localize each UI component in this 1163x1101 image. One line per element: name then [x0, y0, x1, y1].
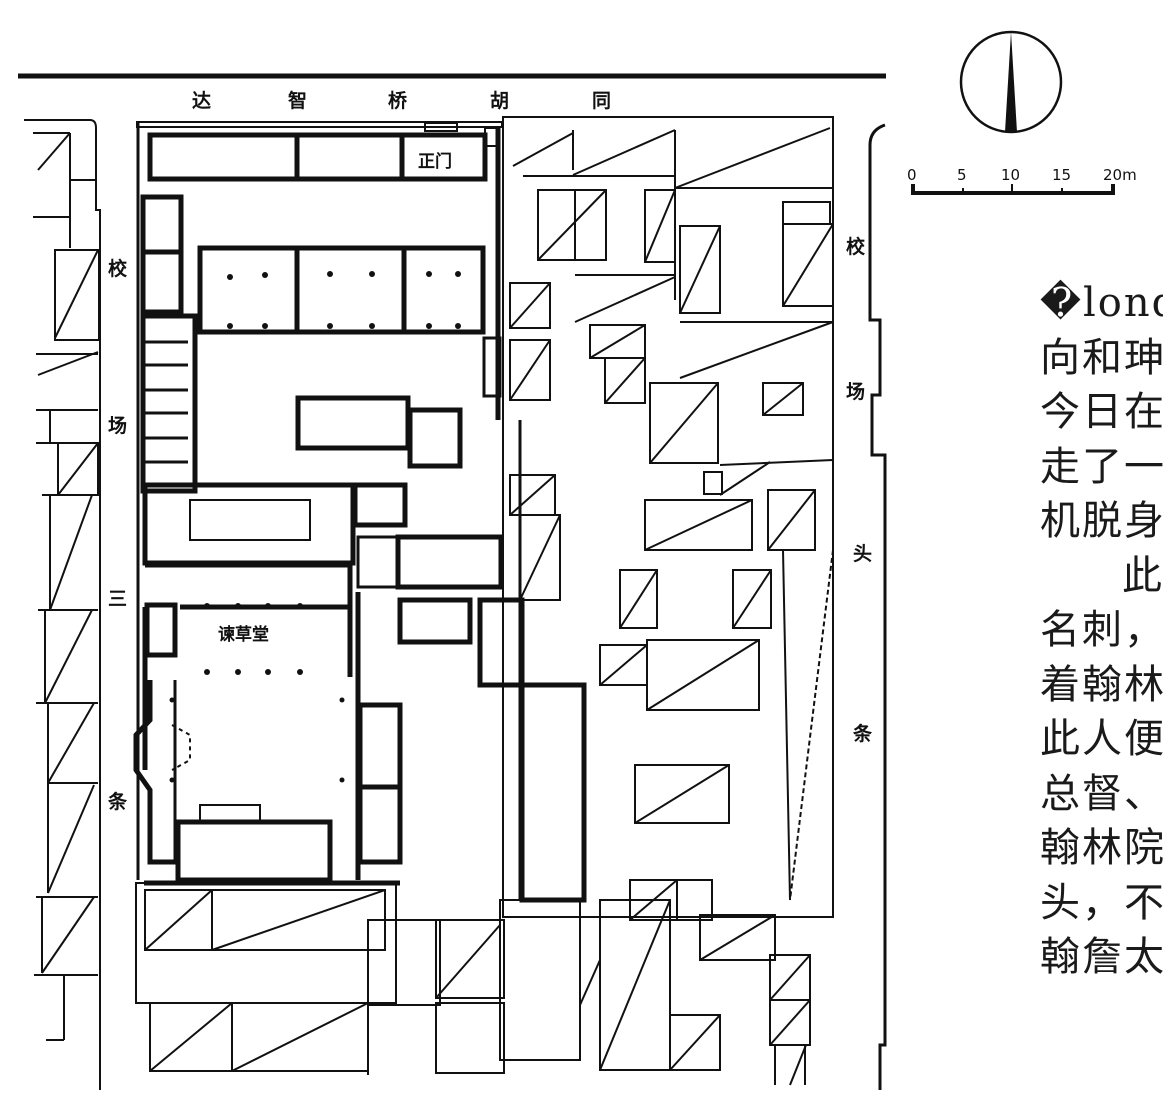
- west-neighbor-blocks: [24, 119, 101, 1090]
- east-neighbor-blocks: [502, 116, 834, 921]
- south-neighbor-blocks: [135, 882, 811, 1086]
- west-street-label: 校 场 三 条: [108, 257, 128, 813]
- street-char: 场: [108, 415, 127, 437]
- body-text-line: 此人便: [1040, 716, 1163, 762]
- body-text-column: �londonz 向和珅 今日在 走了一 机脱身 此 名刺， 着翰林 此人便 总…: [1040, 276, 1163, 985]
- main-gate-label: 正门: [418, 151, 452, 172]
- body-text-line: 翰詹太: [1040, 934, 1163, 980]
- street-char: 达: [192, 89, 211, 112]
- body-text-line: 向和珅: [1040, 334, 1163, 381]
- south-courtyard: [133, 680, 345, 883]
- body-text-line: 翰林院: [1040, 825, 1163, 871]
- scale-tick-label: 15: [1052, 166, 1071, 184]
- front-row-building: 正门: [147, 122, 498, 182]
- third-row-building: [142, 482, 408, 566]
- street-char: 场: [846, 381, 865, 403]
- east-street-edge: [868, 123, 887, 1090]
- street-char: 智: [288, 89, 307, 112]
- body-text-line: 今日在: [1040, 389, 1163, 435]
- scale-tick-label: 10: [1001, 166, 1020, 184]
- compound: 正门: [133, 121, 587, 903]
- jiancao-hall: 谏草堂: [142, 562, 353, 770]
- scale-tick-label: 5: [957, 166, 967, 184]
- body-text-line: 总督、: [1040, 770, 1163, 817]
- body-text-line: 机脱身: [1040, 498, 1163, 544]
- body-text-line: 此: [1122, 552, 1163, 599]
- hall-label: 谏草堂: [218, 624, 269, 645]
- north-street-label: 达 智 桥 胡 同: [192, 89, 611, 112]
- street-char: 桥: [388, 89, 408, 112]
- street-char: 校: [846, 235, 866, 258]
- street-char: 同: [592, 90, 611, 112]
- body-text-line: 着翰林: [1040, 661, 1163, 708]
- street-char: 条: [108, 790, 128, 813]
- body-text-line: 头，不: [1040, 879, 1163, 926]
- north-arrow-icon: [959, 30, 1063, 134]
- body-text-line: 名刺，: [1040, 607, 1163, 653]
- street-char: 胡: [490, 90, 509, 112]
- street-char: 条: [853, 722, 873, 745]
- second-row-building: [197, 245, 486, 335]
- street-char: 三: [108, 588, 127, 610]
- street-char: 头: [853, 543, 872, 565]
- scale-bar: 0 5 10 15 20m: [907, 166, 1137, 195]
- scale-tick-label: 20m: [1103, 166, 1137, 184]
- street-char: 校: [108, 257, 128, 280]
- body-text-line: �londonz: [1040, 280, 1163, 326]
- body-text-line: 走了一: [1040, 443, 1163, 490]
- east-street-label: 校 场 头 条: [846, 235, 873, 745]
- scale-tick-label: 0: [907, 166, 917, 184]
- west-rooms-partitions: [145, 340, 188, 464]
